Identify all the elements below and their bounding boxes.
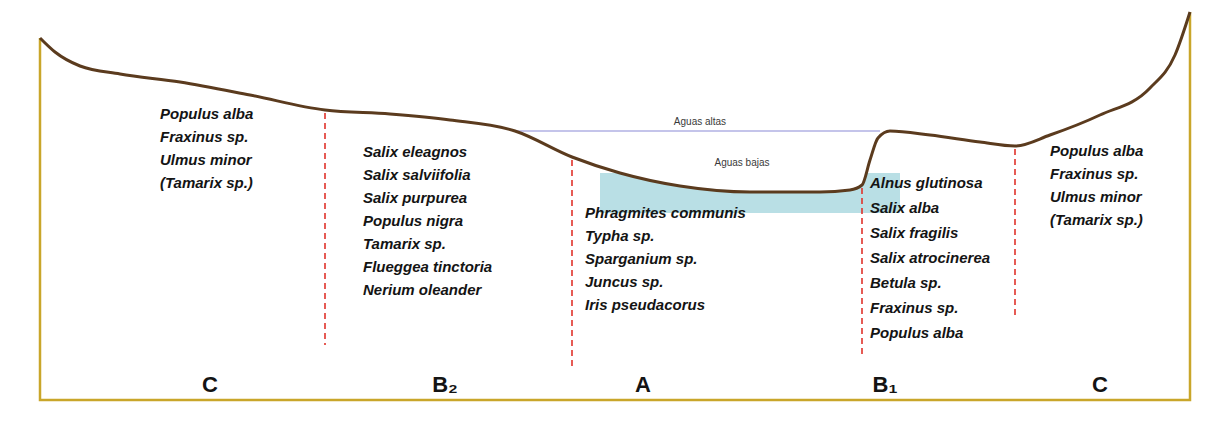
- species-name: Salix fragilis: [870, 224, 958, 241]
- species-name: Fraxinus sp.: [1050, 165, 1138, 182]
- species-name: Flueggea tinctoria: [363, 258, 492, 275]
- species-name: Populus nigra: [363, 212, 463, 229]
- species-name: Salix purpurea: [363, 189, 467, 206]
- zone-divider: [571, 160, 573, 370]
- species-name: Salix eleagnos: [363, 143, 467, 160]
- zone-letter: B₂: [432, 372, 458, 397]
- water-level-label: Aguas bajas: [714, 157, 769, 169]
- species-name: (Tamarix sp.): [160, 174, 253, 191]
- zone-divider: [861, 188, 863, 355]
- species-name: Tamarix sp.: [363, 235, 446, 252]
- species-name: Iris pseudacorus: [585, 296, 705, 313]
- species-name: Ulmus minor: [160, 151, 252, 168]
- zone-letter: C: [1092, 372, 1108, 397]
- species-name: Populus alba: [160, 105, 253, 122]
- zone-letter: A: [635, 372, 651, 397]
- frame: [40, 12, 1190, 400]
- species-name: Fraxinus sp.: [160, 128, 248, 145]
- species-name: Juncus sp.: [585, 273, 663, 290]
- species-name: Fraxinus sp.: [870, 299, 958, 316]
- species-name: Populus alba: [870, 324, 963, 341]
- species-name: Salix salviifolia: [363, 166, 471, 183]
- zone-letter: B₁: [873, 372, 898, 397]
- species-name: Ulmus minor: [1050, 188, 1142, 205]
- species-name: Salix alba: [870, 199, 939, 216]
- species-name: Populus alba: [1050, 142, 1143, 159]
- zone-divider: [324, 113, 326, 345]
- water-level-label: Aguas altas: [674, 116, 726, 128]
- ground-profile: [40, 12, 1190, 192]
- high-water-line: [515, 130, 880, 131]
- species-name: Phragmites communis: [585, 204, 746, 221]
- species-name: Nerium oleander: [363, 281, 481, 298]
- zone-letter: C: [202, 372, 218, 397]
- species-name: Sparganium sp.: [585, 250, 698, 267]
- zone-dividers: [325, 113, 1015, 370]
- species-name: Alnus glutinosa: [870, 174, 983, 191]
- species-name: Typha sp.: [585, 227, 654, 244]
- species-name: Salix atrocinerea: [870, 249, 990, 266]
- species-name: (Tamarix sp.): [1050, 211, 1143, 228]
- zone-divider: [1014, 149, 1016, 318]
- species-name: Betula sp.: [870, 274, 942, 291]
